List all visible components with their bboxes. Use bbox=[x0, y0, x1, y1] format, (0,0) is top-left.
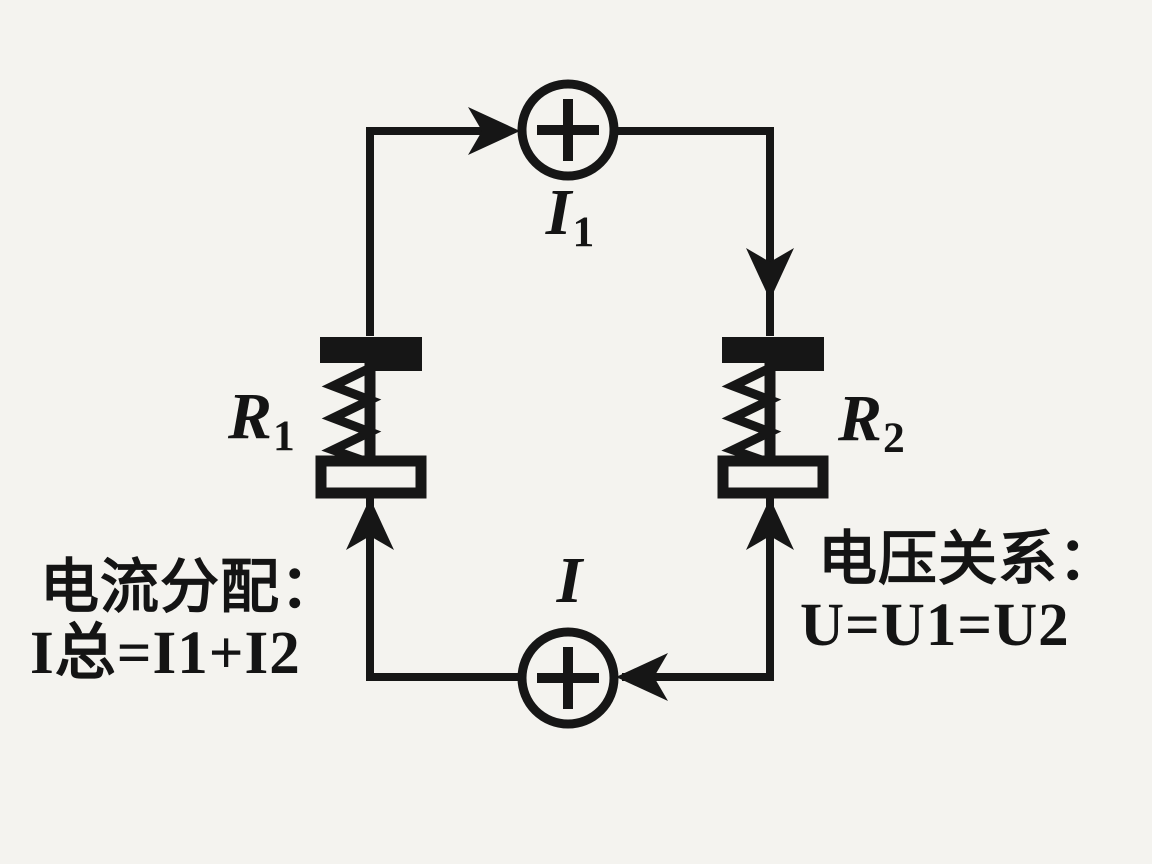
arrow-up-left-icon bbox=[346, 498, 394, 550]
resistor-top-plate bbox=[320, 337, 422, 363]
bottom-meter-label: I bbox=[500, 548, 640, 623]
label-subscript: 1 bbox=[572, 208, 595, 257]
resistor-top-plate bbox=[722, 337, 824, 363]
resistor-bottom-plate bbox=[315, 455, 427, 499]
arrow-up-right-icon bbox=[746, 498, 794, 550]
voltage-rule-title: 电压关系： bbox=[818, 526, 1119, 592]
current-rule-formula: I总=I1+I2 bbox=[30, 620, 301, 688]
left-resistor-symbol bbox=[315, 337, 427, 499]
plus-icon bbox=[537, 647, 599, 709]
label-base: I bbox=[556, 544, 583, 617]
arrow-right-icon bbox=[468, 107, 520, 155]
label-base: R bbox=[838, 382, 883, 455]
resistor-coil-icon bbox=[321, 363, 382, 468]
wire-bottom-right bbox=[622, 494, 774, 681]
resistor-coil-icon bbox=[721, 363, 782, 468]
arrow-down-icon bbox=[746, 248, 794, 300]
wire-top-left bbox=[366, 127, 488, 336]
resistor-top-plate-step bbox=[372, 361, 422, 371]
top-meter-plus-circle-icon bbox=[517, 79, 619, 181]
arrow-left-icon bbox=[616, 653, 668, 701]
resistor-bottom-plate bbox=[717, 455, 829, 499]
current-rule-annotation: 电流分配： I总=I1+I2 bbox=[30, 554, 340, 688]
right-resistor-label: R2 bbox=[838, 386, 905, 461]
current-rule-title: 电流分配： bbox=[40, 554, 341, 620]
bottom-meter-plus-circle-icon bbox=[517, 627, 619, 729]
plus-icon bbox=[537, 99, 599, 161]
right-resistor-symbol bbox=[717, 337, 829, 499]
label-subscript: 2 bbox=[883, 414, 905, 463]
label-subscript: 1 bbox=[273, 412, 295, 461]
top-meter-label: I1 bbox=[500, 180, 640, 255]
left-resistor-label: R1 bbox=[228, 384, 295, 459]
resistor-top-plate-step bbox=[772, 361, 824, 371]
wire-bottom-left bbox=[366, 494, 522, 681]
voltage-rule-formula: U=U1=U2 bbox=[800, 592, 1070, 660]
voltage-rule-annotation: 电压关系： U=U1=U2 bbox=[800, 526, 1118, 660]
label-base: I bbox=[545, 176, 572, 249]
label-base: R bbox=[228, 380, 273, 453]
